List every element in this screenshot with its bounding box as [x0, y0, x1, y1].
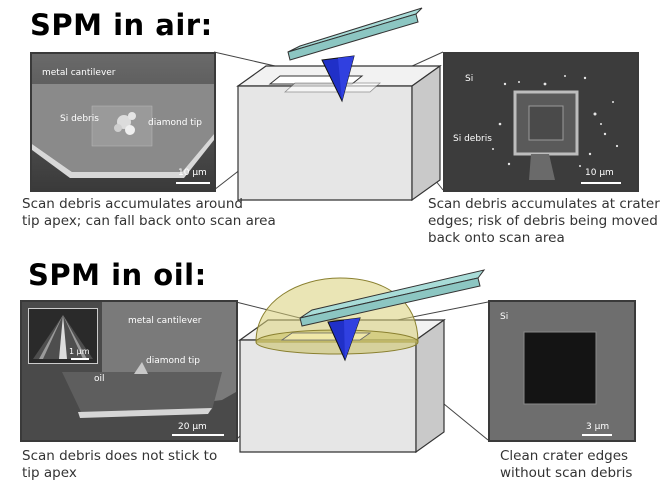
scalebar-label: 10 µm: [585, 168, 614, 178]
scalebar: [581, 182, 621, 184]
oil-caption-right: Clean crater edges without scan debris: [500, 448, 632, 482]
label-si-debris: Si debris: [60, 114, 99, 124]
caption-line: Scan debris accumulates around: [22, 196, 243, 212]
cantilever-oil: [299, 269, 486, 327]
caption-line: without scan debris: [500, 465, 633, 481]
inset-scalebar-label: 1 µm: [69, 347, 90, 356]
scalebar: [582, 434, 612, 436]
scalebar-label: 3 µm: [586, 422, 610, 432]
oil-heading: SPM in oil:: [28, 258, 207, 292]
caption-line: tip apex: [22, 465, 77, 481]
micrograph-graphic: [32, 54, 214, 190]
air-caption-right: Scan debris accumulates at crater edges;…: [428, 196, 660, 247]
label-metal-cantilever: metal cantilever: [128, 316, 202, 326]
cantilever-air: [287, 7, 423, 61]
scalebar: [176, 182, 210, 184]
scalebar-label: 20 µm: [178, 422, 207, 432]
inset-scalebar: [71, 358, 89, 360]
tip-oil: [327, 317, 361, 362]
oil-right-micrograph: Si 3 µm: [488, 300, 636, 442]
inset-graphic: [33, 315, 93, 359]
micrograph-graphic: [445, 54, 637, 190]
scalebar: [172, 434, 224, 436]
caption-line: Scan debris does not stick to: [22, 448, 218, 464]
caption-line: edges; risk of debris being moved: [428, 213, 658, 229]
air-caption-left: Scan debris accumulates around tip apex;…: [22, 196, 276, 230]
caption-line: back onto scan area: [428, 230, 565, 246]
caption-line: tip apex; can fall back onto scan area: [22, 213, 276, 229]
inset-micrograph: 1 µm: [28, 308, 98, 364]
air-left-micrograph: metal cantilever Si debris diamond tip 1…: [30, 52, 216, 192]
label-si: Si: [500, 312, 509, 322]
air-heading: SPM in air:: [30, 8, 213, 42]
tip-air: [321, 55, 355, 103]
label-diamond-tip: diamond tip: [146, 356, 201, 366]
label-si-debris: Si debris: [453, 134, 492, 144]
air-right-micrograph: Si Si debris 10 µm: [443, 52, 639, 192]
label-diamond-tip: diamond tip: [148, 118, 203, 128]
caption-line: Scan debris accumulates at crater: [428, 196, 660, 212]
oil-left-micrograph: 1 µm metal cantilever diamond tip oil 20…: [20, 300, 238, 442]
label-si: Si: [465, 74, 474, 84]
scalebar-label: 10 µm: [178, 168, 207, 178]
micrograph-graphic: [490, 302, 634, 440]
caption-line: Clean crater edges: [500, 448, 629, 464]
oil-caption-left: Scan debris does not stick to tip apex: [22, 448, 217, 482]
label-oil: oil: [94, 374, 105, 384]
label-metal-cantilever: metal cantilever: [42, 68, 116, 78]
